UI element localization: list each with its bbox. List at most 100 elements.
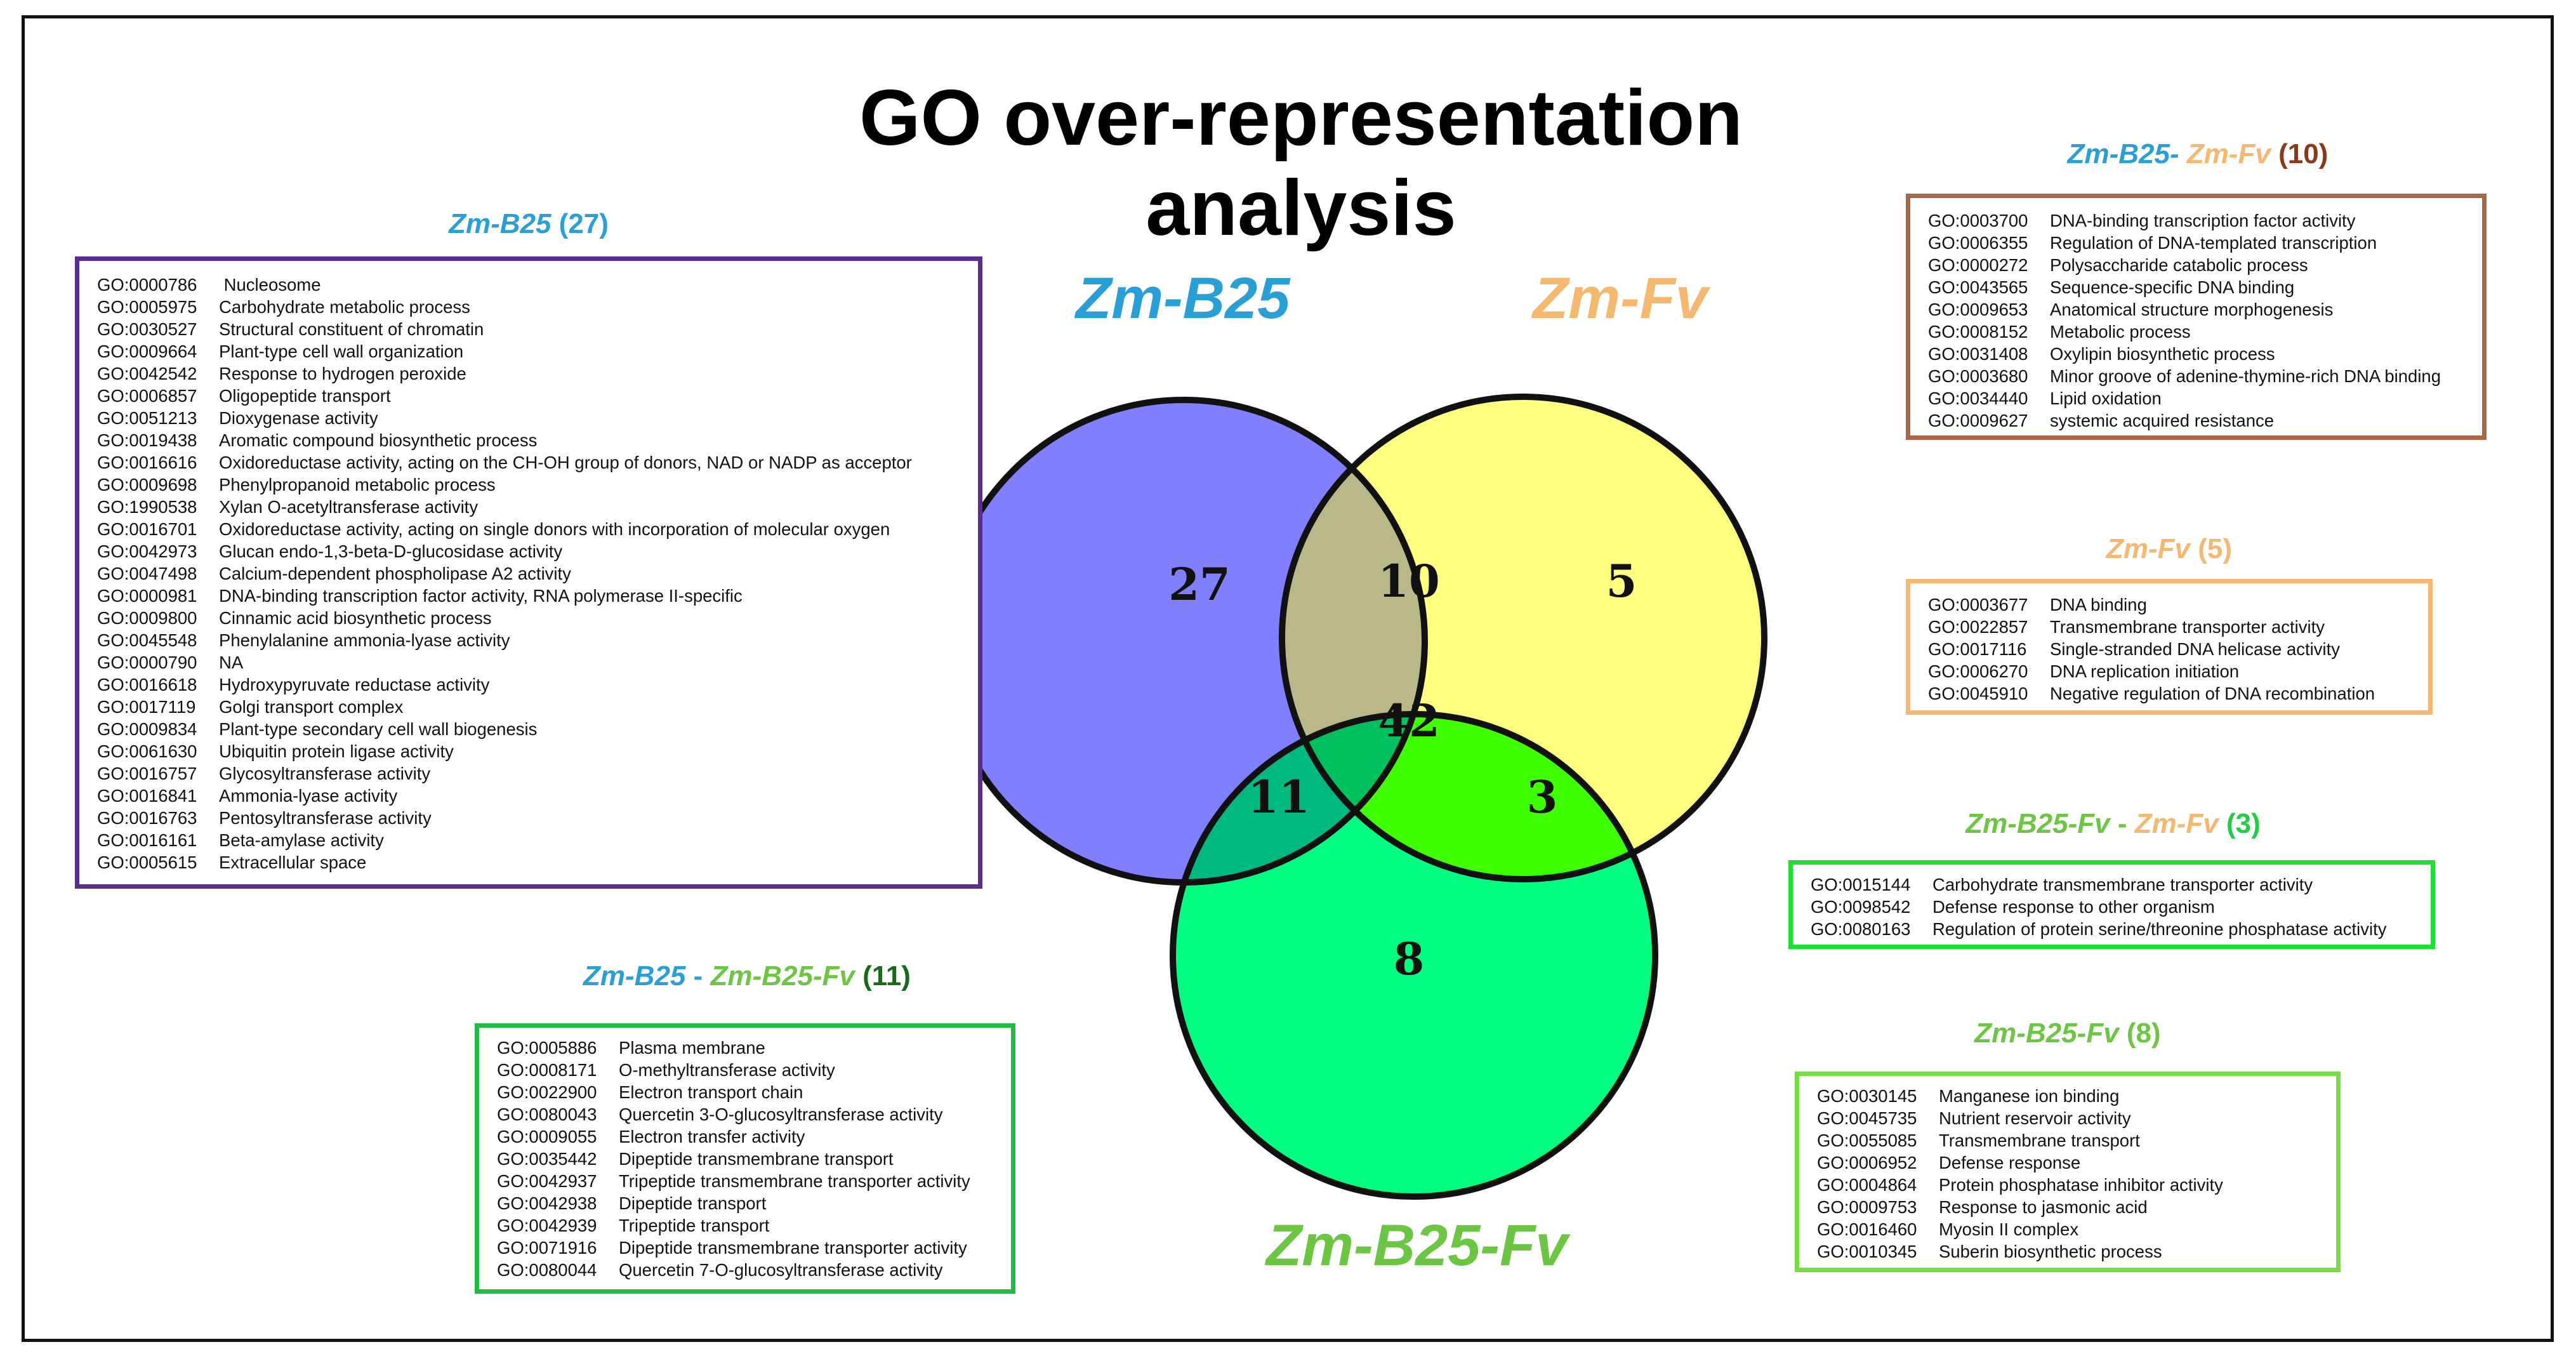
go-id: GO:0016841 [97, 786, 197, 806]
box-title-zm-fv: Zm-Fv (5) [1906, 533, 2433, 565]
go-term: O-methyltransferase activity [619, 1060, 835, 1080]
box-title-name: Zm-B25 [449, 208, 552, 239]
outline-zm-b25-fv [1170, 711, 1658, 1200]
go-id: GO:0080163 [1811, 919, 1911, 939]
go-term: Carbohydrate transmembrane transporter a… [1932, 875, 2313, 894]
region-b25-b25fv [1173, 714, 1425, 882]
go-id: GO:0016701 [97, 519, 197, 539]
box-title-name: Zm-B25-Fv [1974, 1018, 2119, 1049]
go-id: GO:0061630 [97, 741, 197, 761]
go-id: GO:0008152 [1928, 322, 2028, 342]
go-term: Carbohydrate metabolic process [219, 297, 470, 317]
go-term: Nucleosome [219, 275, 321, 295]
go-id: GO:0042937 [497, 1171, 597, 1191]
go-id: GO:0055085 [1817, 1131, 1917, 1150]
go-id: GO:0016757 [97, 764, 197, 783]
go-id: GO:0009800 [97, 608, 197, 628]
box-title-count: (8) [2126, 1018, 2161, 1049]
go-id: GO:0071916 [497, 1238, 597, 1258]
go-term: Ammonia-lyase activity [219, 786, 398, 806]
go-term: Sequence-specific DNA binding [2050, 277, 2295, 297]
go-term: Defense response to other organism [1932, 897, 2215, 917]
go-term: Lipid oxidation [2050, 388, 2162, 408]
box-title-count: (5) [2198, 533, 2232, 564]
count-all-three: 42 [1378, 694, 1439, 747]
go-term: Negative regulation of DNA recombination [2050, 684, 2375, 703]
go-id: GO:0034440 [1928, 388, 2028, 408]
box-title-count: (3) [2226, 808, 2261, 839]
outline-zm-fv [1279, 394, 1767, 882]
go-term: Dioxygenase activity [219, 408, 378, 428]
go-term: systemic acquired resistance [2050, 411, 2275, 430]
set-label-zm-b25: Zm-B25 [1076, 266, 1290, 331]
go-term: Aromatic compound biosynthetic process [219, 430, 538, 450]
go-term: Phenylalanine ammonia-lyase activity [219, 630, 510, 650]
go-id: GO:0000790 [97, 653, 197, 672]
box-title-name-b: Zm-Fv [2186, 138, 2271, 169]
box-title-zm-b25: Zm-B25 (27) [75, 208, 982, 240]
set-label-zm-fv: Zm-Fv [1533, 266, 1708, 331]
go-term: DNA replication initiation [2050, 661, 2240, 681]
go-term: Single-stranded DNA helicase activity [2050, 639, 2341, 659]
go-term: Anatomical structure morphogenesis [2050, 300, 2334, 319]
go-term: Metabolic process [2050, 322, 2191, 342]
go-term: Oxidoreductase activity, acting on the C… [219, 453, 912, 472]
go-term: Protein phosphatase inhibitor activity [1939, 1175, 2223, 1195]
count-b25-and-fv: 10 [1378, 555, 1439, 607]
count-b25-and-b25fv: 11 [1248, 771, 1309, 823]
box-title-name: Zm-Fv [2106, 533, 2190, 564]
go-term: Glycosyltransferase activity [219, 764, 431, 783]
go-term: Plant-type secondary cell wall biogenesi… [219, 719, 538, 739]
go-id: GO:0030527 [97, 319, 197, 339]
go-id: GO:0045548 [97, 630, 197, 650]
go-id: GO:0035442 [497, 1149, 597, 1169]
box-title-name-a: Zm-B25 [583, 960, 686, 992]
go-id: GO:0009664 [97, 342, 197, 361]
go-id: GO:0006952 [1817, 1153, 1917, 1172]
go-term: Electron transport chain [619, 1082, 803, 1102]
go-id: GO:0010345 [1817, 1242, 1917, 1261]
go-term: Minor groove of adenine-thymine-rich DNA… [2050, 366, 2441, 386]
go-id: GO:0016618 [97, 675, 197, 694]
go-id: GO:0005615 [97, 853, 197, 872]
go-id: GO:0009627 [1928, 411, 2028, 430]
go-term-row: GO:0008152 Metabolic process [1928, 321, 2464, 343]
box-title-count: (27) [558, 208, 609, 239]
box-title-zm-b25-fv-zm-fv: Zm-B25-Fv - Zm-Fv (3) [1791, 808, 2435, 840]
go-id: GO:0042938 [497, 1193, 597, 1213]
figure-title: GO over-representation analysis [859, 74, 1743, 252]
go-id: GO:0005975 [97, 297, 197, 317]
figure-border [22, 15, 2554, 1342]
go-id: GO:0016616 [97, 453, 197, 472]
